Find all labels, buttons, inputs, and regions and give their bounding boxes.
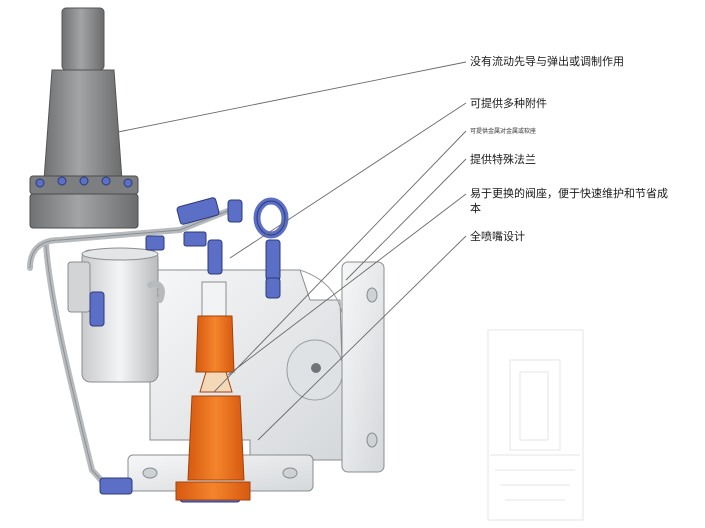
lifting-eye [253, 197, 289, 239]
callout-no-flow-pilot: 没有流动先导与弹出或调制作用 [470, 55, 624, 68]
callout-full-nozzle: 全喷嘴设计 [470, 230, 525, 243]
tubing-outline [29, 209, 231, 491]
full-nozzle [175, 281, 251, 501]
bonnet-bolts [35, 176, 133, 188]
callout-seat-options: 可提供金属对金属或软座 [470, 128, 537, 135]
callout-replaceable-seat: 易于更换的阀座，便于快速维护和节省成本 [470, 187, 668, 215]
callout-special-flanges: 提供特殊法兰 [470, 153, 536, 166]
bonnet [29, 7, 139, 229]
outlet-flange [341, 261, 385, 473]
callout-accessories: 可提供多种附件 [470, 97, 547, 110]
ghost-drawing [487, 329, 584, 521]
pilot-tank [67, 247, 159, 383]
valve-body [149, 269, 346, 461]
leader-lines [117, 61, 467, 441]
